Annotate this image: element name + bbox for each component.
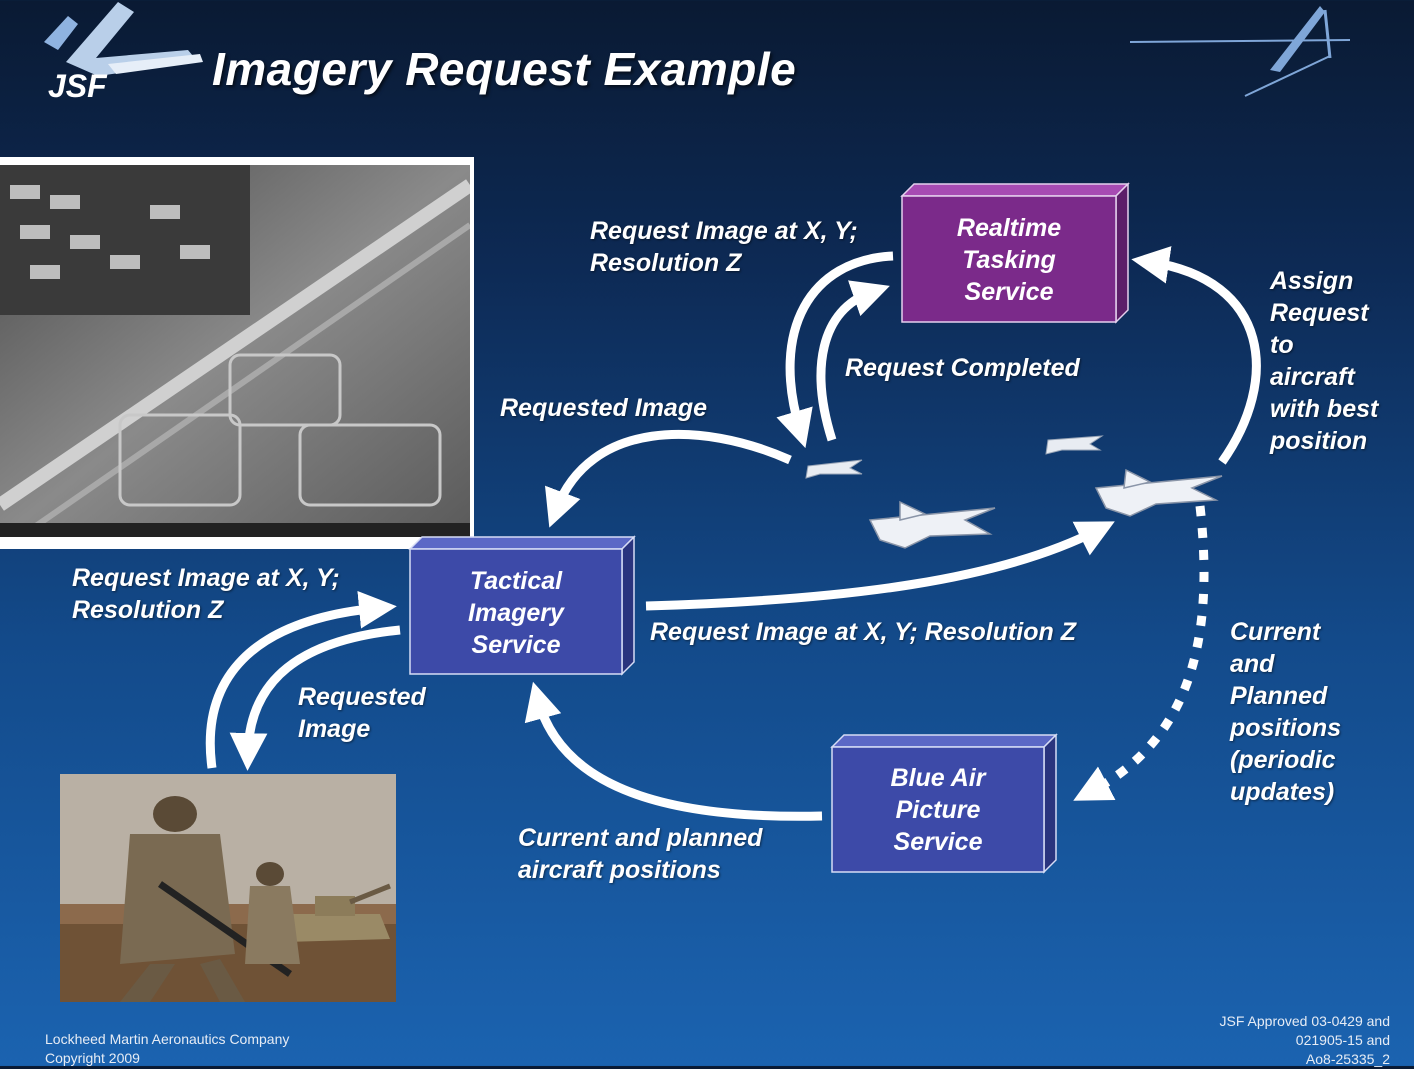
aircraft-small-2-icon (1045, 435, 1104, 455)
jsf-logo-icon (44, 2, 203, 76)
aircraft-large-2-icon (1094, 468, 1223, 517)
jsf-logo: JSF (38, 2, 208, 104)
lockheed-star-icon (1130, 6, 1351, 97)
soldier-photo (60, 774, 396, 1002)
edge-request-completed (816, 280, 890, 442)
label-requested-image-top: Requested Image (500, 394, 708, 422)
edge-assign-request (1131, 246, 1261, 465)
node-label-bap: Blue Air Picture Service (890, 764, 986, 856)
aircraft-large-1-icon (868, 500, 996, 549)
footer-left: Lockheed Martin Aeronautics Company Copy… (45, 1031, 290, 1066)
node-label-tis: Tactical Imagery Service (468, 567, 564, 659)
edge-requested-image-bottom (229, 625, 401, 771)
label-request-to-tis: Request Image at X, Y; Resolution Z (72, 564, 340, 624)
edge-current-positions (524, 681, 823, 821)
edge-request-to-tis (205, 590, 397, 769)
node-blue-air-picture-service (830, 733, 1058, 874)
aerial-photo-graphic (0, 165, 470, 537)
node-realtime-tasking-service (900, 182, 1130, 324)
logo-text: JSF (48, 68, 107, 104)
edge-request-to-rts (776, 251, 894, 449)
label-current-positions: Current and planned aircraft positions (518, 824, 763, 884)
node-tactical-imagery-service (408, 535, 636, 676)
node-label-rts: Realtime Tasking Service (956, 214, 1062, 306)
page-title: Imagery Request Example (212, 43, 797, 95)
label-assign-request: Assign Request to aircraft with best pos… (1270, 267, 1379, 455)
label-request-to-rts: Request Image at X, Y; Resolution Z (590, 217, 858, 277)
label-request-completed: Request Completed (845, 354, 1080, 382)
edge-current-planned-positions (1073, 505, 1209, 801)
edge-request-to-aircraft (645, 521, 1115, 611)
soldier-photo-graphic (60, 774, 396, 1002)
label-requested-image-bottom: Requested Image (298, 683, 426, 743)
label-request-to-aircraft: Request Image at X, Y; Resolution Z (650, 618, 1077, 646)
label-current-planned-positions: Current and Planned positions (periodic … (1230, 618, 1342, 806)
aerial-targeting-image (0, 157, 474, 549)
aircraft-small-1-icon (805, 459, 863, 479)
edge-requested-image-top (545, 429, 792, 528)
footer-right: JSF Approved 03-0429 and 021905-15 and A… (1219, 1013, 1390, 1067)
